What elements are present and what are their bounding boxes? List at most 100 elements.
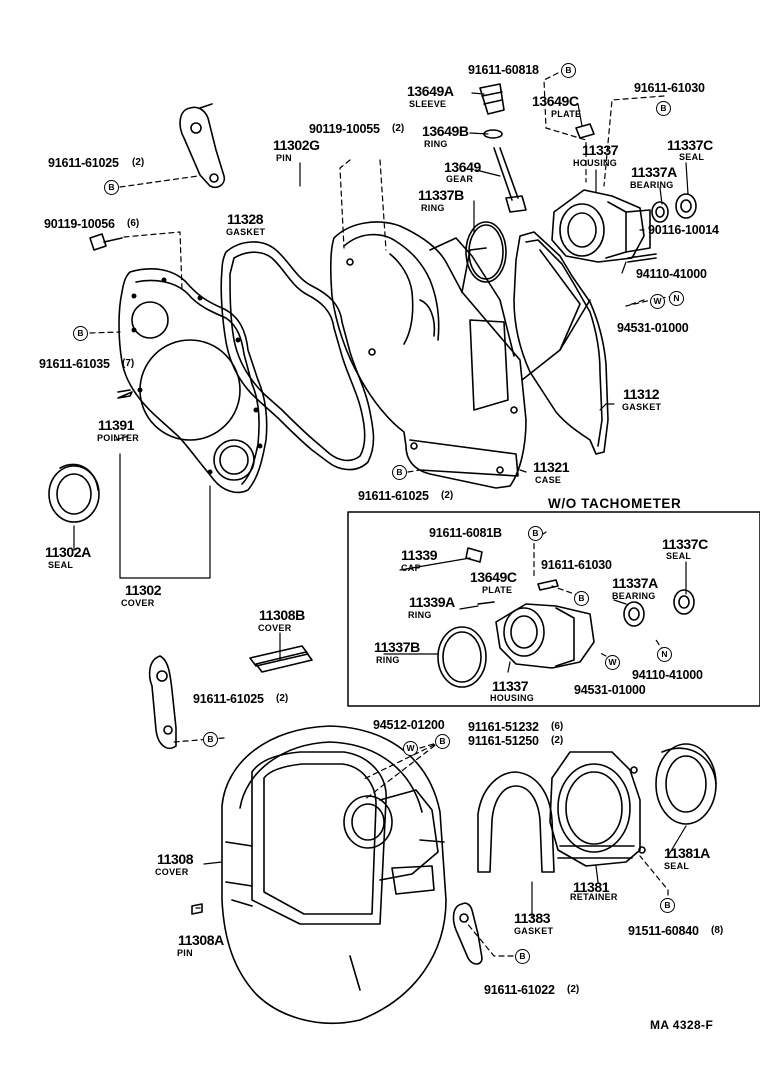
part-name-housing: HOUSING	[490, 693, 535, 703]
part-number-91611-61022: 91611-61022	[484, 983, 555, 997]
part-name-gasket: GASKET	[622, 402, 662, 412]
part-name-bearing: BEARING	[612, 591, 656, 601]
part-number-94110-41000: 94110-41000	[632, 668, 703, 682]
part-name-ring: RING	[408, 610, 432, 620]
part-number-11339A: 11339A	[409, 594, 455, 610]
part-number-90116-10014: 90116-10014	[648, 223, 719, 237]
part-name-seal: SEAL	[664, 861, 690, 871]
bolt-badge: B	[203, 732, 218, 747]
part-number-91611-60818: 91611-60818	[468, 63, 539, 77]
plate-13649C-art	[575, 123, 595, 139]
part-name-cap: CAP	[401, 563, 421, 573]
part-number-11302G: 11302G	[273, 137, 320, 153]
part-number-13649C: 13649C	[532, 93, 579, 109]
part-name-ring: RING	[421, 203, 445, 213]
part-number-11302: 11302	[125, 582, 162, 598]
part-number-11383: 11383	[514, 910, 551, 926]
pin-11308A-art	[191, 903, 203, 915]
part-number-11337B: 11337B	[374, 639, 420, 655]
flywheel-housing-11308-art	[221, 725, 447, 1024]
bolt-badge: B	[574, 591, 589, 606]
part-number-11337A: 11337A	[631, 164, 677, 180]
quantity: (2)	[276, 693, 289, 704]
part-number-11381: 11381	[573, 879, 610, 895]
part-name-sleeve: SLEEVE	[409, 99, 447, 109]
part-name-plate: PLATE	[482, 585, 513, 595]
bracket-top	[179, 103, 226, 189]
part-number-11381A: 11381A	[664, 845, 710, 861]
part-number-11302A: 11302A	[45, 544, 91, 560]
part-number-91511-60840: 91511-60840	[628, 924, 699, 938]
part-number-90119-10056: 90119-10056	[44, 217, 115, 231]
part-name-ring: RING	[424, 139, 448, 149]
part-number-11308: 11308	[157, 851, 194, 867]
part-name-pin: PIN	[177, 948, 193, 958]
nut-badge: N	[669, 291, 684, 306]
bolt-badge: B	[561, 63, 576, 78]
quantity: (7)	[122, 358, 135, 369]
part-name-seal: SEAL	[666, 551, 692, 561]
bolt-badge: B	[515, 949, 530, 964]
part-number-11308A: 11308A	[178, 932, 224, 948]
part-number-90119-10055: 90119-10055	[309, 122, 380, 136]
bolt-badge: B	[104, 180, 119, 195]
bracket-bottom	[452, 902, 483, 965]
inset-frame	[347, 511, 760, 707]
inset-title: W/O TACHOMETER	[548, 496, 682, 511]
part-number-11337B: 11337B	[418, 187, 464, 203]
gasket-11312-art	[513, 231, 609, 455]
part-number-13649B: 13649B	[422, 123, 469, 139]
leader-lines-solid	[73, 92, 689, 918]
part-name-plate: PLATE	[551, 109, 582, 119]
gasket-11328-art	[220, 241, 375, 471]
part-number-11337A: 11337A	[612, 575, 658, 591]
bracket-lower	[148, 655, 177, 750]
quantity: (2)	[567, 984, 580, 995]
part-number-11308B: 11308B	[259, 607, 305, 623]
part-name-cover: COVER	[155, 867, 189, 877]
part-number-11337C: 11337C	[667, 137, 713, 153]
part-number-11337: 11337	[582, 142, 619, 158]
part-number-13649: 13649	[444, 159, 481, 175]
part-number-91611-61030: 91611-61030	[541, 558, 612, 572]
timing-cover-11302	[117, 268, 268, 494]
part-name-seal: SEAL	[679, 152, 705, 162]
part-number-11339: 11339	[401, 547, 438, 563]
diagram-code: MA 4328-F	[650, 1018, 714, 1032]
part-number-91611-6081B: 91611-6081B	[429, 526, 502, 540]
part-name-bearing: BEARING	[630, 180, 674, 190]
part-number-11337C: 11337C	[662, 536, 708, 552]
part-name-seal: SEAL	[48, 560, 74, 570]
quantity: (2)	[392, 123, 405, 134]
part-number-94531-01000: 94531-01000	[574, 683, 646, 697]
part-number-91161-51250: 91161-51250	[468, 734, 539, 748]
quantity: (6)	[127, 218, 140, 229]
quantity: (6)	[551, 721, 564, 732]
part-number-91611-61035: 91611-61035	[39, 357, 110, 371]
part-number-94531-01000: 94531-01000	[617, 321, 689, 335]
bolt-90119-10056-art	[89, 233, 123, 251]
part-number-91611-61025: 91611-61025	[193, 692, 264, 706]
bolt-badge: B	[392, 465, 407, 480]
part-number-11391: 11391	[98, 417, 135, 433]
part-name-pointer: POINTER	[97, 433, 140, 443]
quantity: (2)	[441, 490, 454, 501]
stud-90116-art	[627, 253, 657, 263]
cover-11308B-art	[249, 645, 313, 673]
quantity: (8)	[711, 925, 724, 936]
part-number-91611-61025: 91611-61025	[48, 156, 119, 170]
part-name-ring: RING	[376, 655, 400, 665]
pointer-11391-art	[117, 391, 133, 399]
part-number-91611-61025: 91611-61025	[358, 489, 429, 503]
bolt-badge: B	[435, 734, 450, 749]
part-number-94110-41000: 94110-41000	[636, 267, 707, 281]
part-name-retainer: RETAINER	[570, 892, 618, 902]
bolt-badge: B	[73, 326, 88, 341]
housing-11337-art	[551, 189, 697, 263]
seal-11381A-art	[655, 743, 717, 825]
quantity: (2)	[551, 735, 564, 746]
gasket-11383-art	[477, 771, 555, 873]
part-name-cover: COVER	[258, 623, 292, 633]
